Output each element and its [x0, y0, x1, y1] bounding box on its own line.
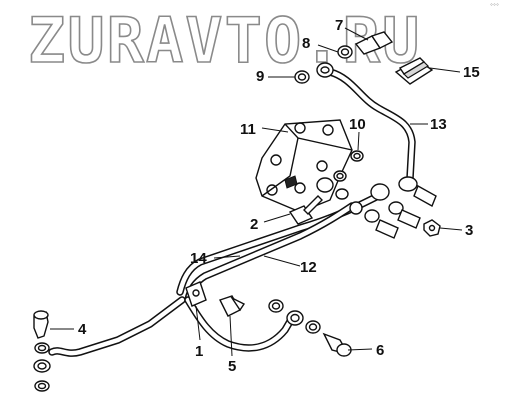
- callout-13: 13: [430, 116, 447, 133]
- callout-9: 9: [256, 68, 264, 85]
- pipe-13: [326, 68, 416, 182]
- pipe-lower-left: [48, 296, 186, 357]
- pipe-lower-right: [184, 296, 296, 352]
- washers-6: [268, 299, 321, 334]
- watermark-text: ZURAVTO.RU: [28, 4, 421, 77]
- leader-lines: [50, 27, 463, 357]
- callout-5: 5: [228, 358, 236, 375]
- callout-3: 3: [465, 222, 473, 239]
- bolt-5: [219, 295, 246, 317]
- washer-9: [294, 70, 310, 84]
- bolt-7: [354, 31, 394, 55]
- washers-4: [33, 342, 51, 392]
- bolt-4: [33, 310, 49, 339]
- bolt-2: [288, 195, 323, 225]
- callout-15: 15: [463, 64, 480, 81]
- corner-mark: °°°: [490, 3, 499, 10]
- callout-14: 14: [190, 250, 207, 267]
- callout-4: 4: [78, 321, 87, 338]
- callout-1: 1: [195, 343, 203, 360]
- callout-7: 7: [335, 17, 343, 34]
- bolt-6: [322, 332, 352, 357]
- sensor-15: [394, 57, 434, 85]
- seal-ring-10: [333, 150, 364, 182]
- callout-10: 10: [349, 116, 366, 133]
- callout-12: 12: [300, 259, 317, 276]
- callout-6: 6: [376, 342, 384, 359]
- washer-8: [337, 45, 353, 59]
- callout-2: 2: [250, 216, 258, 233]
- nut-3: [423, 219, 441, 237]
- fitting-cluster: [316, 176, 437, 239]
- callout-8: 8: [302, 35, 310, 52]
- banjo-8: [316, 62, 334, 78]
- clamp-1: [185, 281, 207, 307]
- callout-11: 11: [240, 121, 256, 138]
- callouts: 1 2 3 4 5 6 7 8 9 10 11 12 13 14 15: [78, 17, 480, 375]
